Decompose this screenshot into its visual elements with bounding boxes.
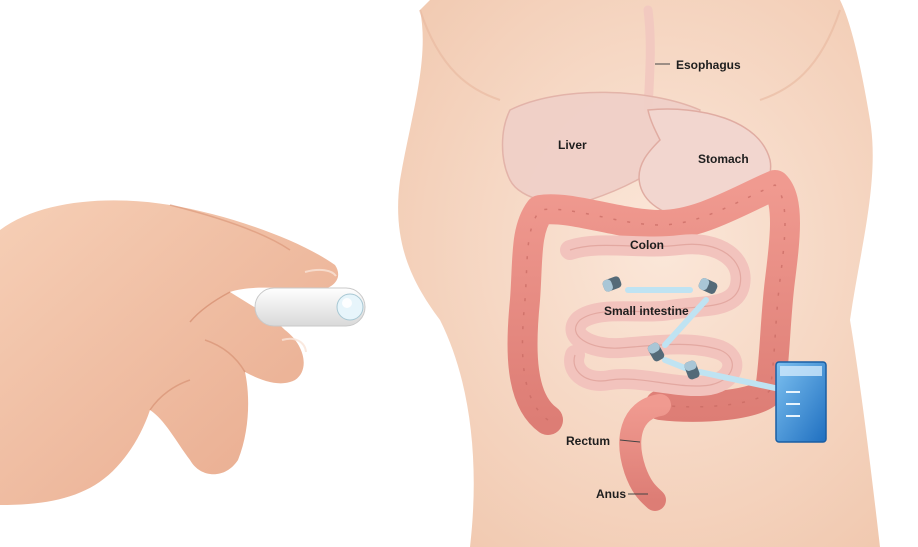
data-receiver-icon bbox=[776, 362, 826, 442]
rectum-label: Rectum bbox=[566, 434, 610, 448]
hand-illustration bbox=[0, 200, 338, 505]
anus-label: Anus bbox=[596, 487, 626, 501]
capsule-pill-icon bbox=[255, 288, 365, 326]
liver-label: Liver bbox=[558, 138, 587, 152]
esophagus-label: Esophagus bbox=[676, 58, 741, 72]
small-intestine-label: Small intestine bbox=[604, 304, 689, 318]
colon-label: Colon bbox=[630, 238, 664, 252]
stomach-label: Stomach bbox=[698, 152, 749, 166]
